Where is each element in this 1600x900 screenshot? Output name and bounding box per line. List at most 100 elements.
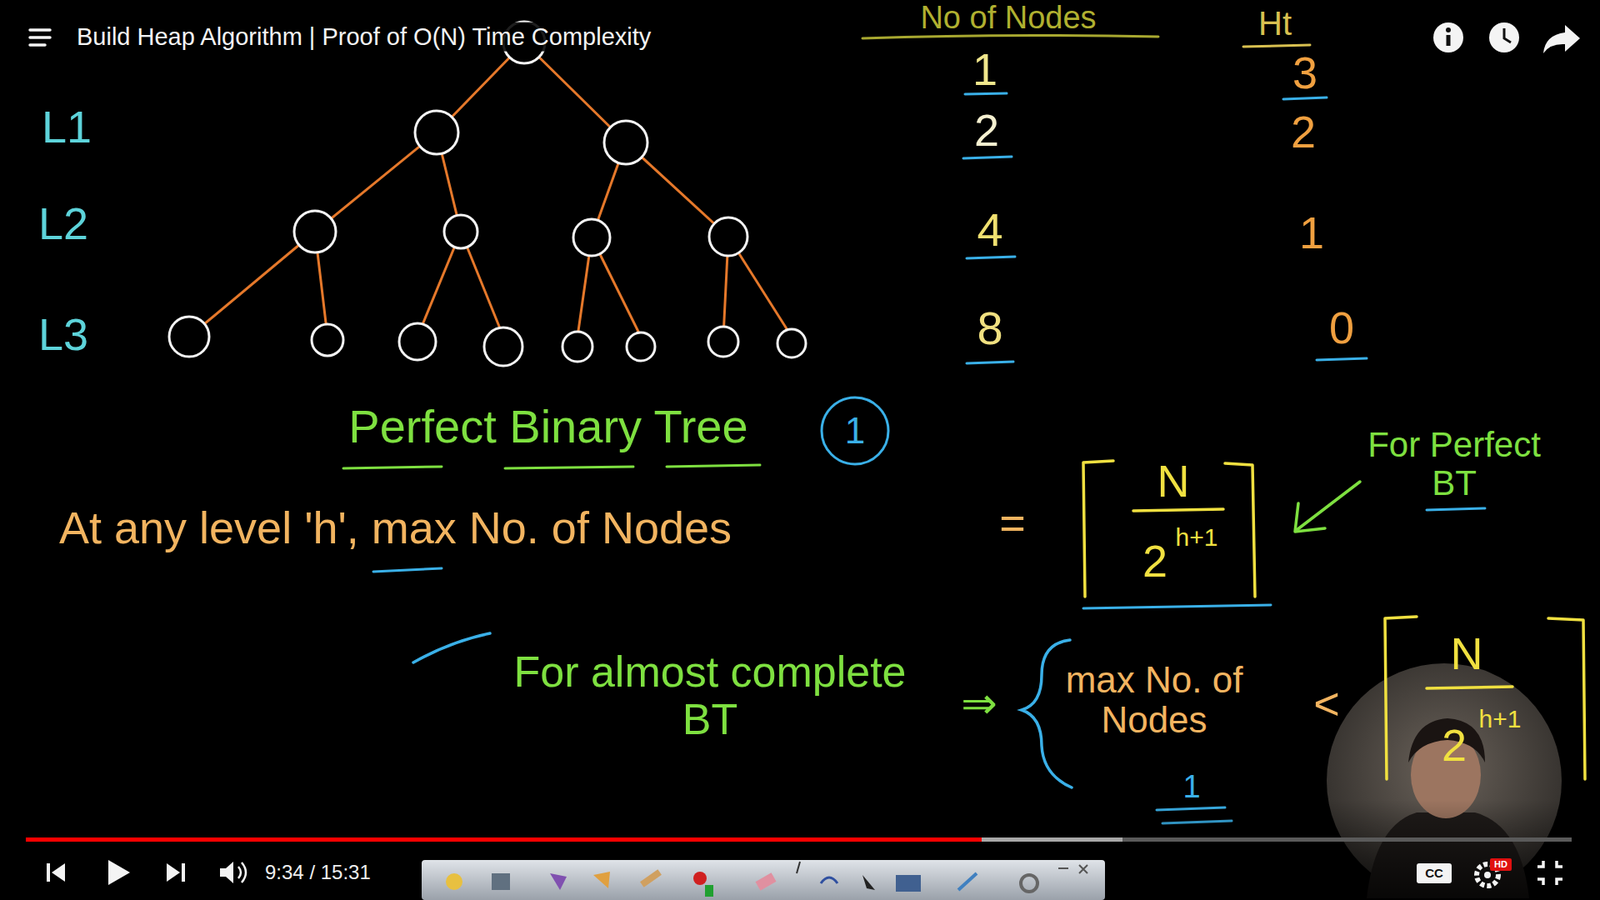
- menu-line: [30, 28, 50, 32]
- height-value: 2: [1290, 107, 1316, 157]
- h-underline: [373, 568, 442, 572]
- column-header: No of Nodes: [920, 0, 1096, 36]
- menu-line: [30, 43, 45, 47]
- player-controls: [0, 800, 1600, 900]
- ceil-bracket: [1225, 463, 1255, 597]
- callout-number: 1: [1182, 770, 1200, 805]
- exit-fullscreen-icon: [1537, 860, 1563, 885]
- note-text: For Perfect BT: [1354, 425, 1555, 503]
- tree-node: [626, 332, 655, 361]
- tree-node: [777, 329, 806, 358]
- time-display: 9:34 / 15:31: [265, 861, 371, 884]
- play-icon: [108, 860, 130, 885]
- next-icon: [166, 863, 180, 882]
- numerator: N: [1157, 456, 1190, 506]
- denominator-base: 2: [1142, 536, 1168, 586]
- level-label: L2: [38, 199, 89, 249]
- tree-node: [399, 323, 436, 360]
- number-underline: [966, 361, 1014, 364]
- tree-nodes: [169, 21, 806, 366]
- implies-arrow: ⇒: [960, 680, 998, 728]
- progress-buffer: [25, 837, 1123, 842]
- numerator: N: [1450, 629, 1484, 679]
- progress-played: [25, 837, 982, 842]
- prev-icon: [46, 863, 50, 882]
- tree-node: [604, 120, 648, 165]
- volume-icon: [220, 861, 234, 884]
- hd-text: HD: [1494, 859, 1508, 870]
- next-icon: [181, 863, 185, 882]
- menu-icon: [30, 30, 50, 45]
- tree-node: [562, 331, 593, 362]
- node-count: 4: [976, 204, 1003, 256]
- number-underline: [966, 256, 1015, 259]
- height-value: 0: [1329, 303, 1355, 353]
- tool-icon: [796, 861, 800, 874]
- volume-waves: [238, 862, 246, 883]
- tree-node: [484, 327, 523, 366]
- column-header: Ht: [1258, 5, 1292, 42]
- cc-icon: [1416, 863, 1452, 884]
- tree-node: [708, 326, 739, 357]
- info-glyph: [1445, 27, 1451, 33]
- tree-edges: [189, 42, 792, 337]
- pointer-arrow: [1295, 481, 1360, 532]
- controls-shade: [0, 800, 1600, 900]
- header-underline: [1243, 45, 1310, 47]
- formula-underline: [1083, 605, 1271, 609]
- fraction-bar: [1133, 509, 1224, 511]
- tool-icon: [958, 873, 977, 890]
- equals-sign: =: [999, 498, 1026, 548]
- exponent: h+1: [1175, 523, 1219, 551]
- arrow-head: [1295, 503, 1325, 532]
- callout-number: 1: [845, 410, 865, 451]
- curly-brace: [1021, 640, 1072, 788]
- menu-line: [30, 35, 50, 40]
- tool-icon: [593, 871, 610, 889]
- ceil-bracket: [1385, 616, 1417, 780]
- tree-node: [573, 219, 610, 256]
- tree-node: [169, 316, 210, 357]
- title-underline: [343, 466, 442, 469]
- number-ring: [821, 397, 889, 465]
- bound-text: max No. of Nodes: [1033, 660, 1275, 741]
- toolbar-tools: [445, 861, 1088, 897]
- height-value: 3: [1292, 48, 1318, 98]
- hd-badge: [1490, 858, 1512, 871]
- node-count: 1: [972, 45, 998, 95]
- title-underline: [505, 466, 634, 469]
- ceil-bracket: [1083, 460, 1114, 597]
- exponent: h+1: [1479, 705, 1522, 733]
- drawing-toolbar: [421, 860, 1105, 900]
- settings-gear: [1484, 871, 1491, 879]
- tree-edge: [315, 132, 437, 232]
- tool-icon: [895, 875, 921, 892]
- node-count: 8: [976, 302, 1003, 355]
- progress-track: [25, 837, 1572, 842]
- tool-icon: [705, 885, 714, 897]
- window-buttons: [1058, 865, 1088, 874]
- clock-hands: [1504, 28, 1511, 43]
- denominator-base: 2: [1441, 720, 1467, 770]
- top-bar: [0, 0, 1600, 54]
- arrow-shaft: [1296, 481, 1360, 530]
- tick-mark: [413, 633, 490, 663]
- tree-node: [415, 110, 459, 155]
- level-label: L3: [38, 310, 89, 360]
- number-underline: [963, 156, 1012, 159]
- tool-icon: [1020, 875, 1038, 892]
- share-icon: [1543, 25, 1580, 54]
- section-heading: Perfect Binary Tree: [348, 400, 748, 453]
- fraction-bar: [1426, 686, 1513, 689]
- tree-edge: [189, 231, 315, 337]
- height-value: 1: [1299, 208, 1325, 258]
- top-edge: [0, 0, 1600, 4]
- tree-node: [311, 324, 344, 356]
- tool-icon: [445, 873, 463, 890]
- node-count: 2: [974, 105, 1000, 155]
- tool-icon: [820, 877, 838, 884]
- tree-node: [294, 210, 336, 253]
- less-than-sign: <: [1313, 679, 1340, 729]
- info-icon: [1433, 22, 1464, 53]
